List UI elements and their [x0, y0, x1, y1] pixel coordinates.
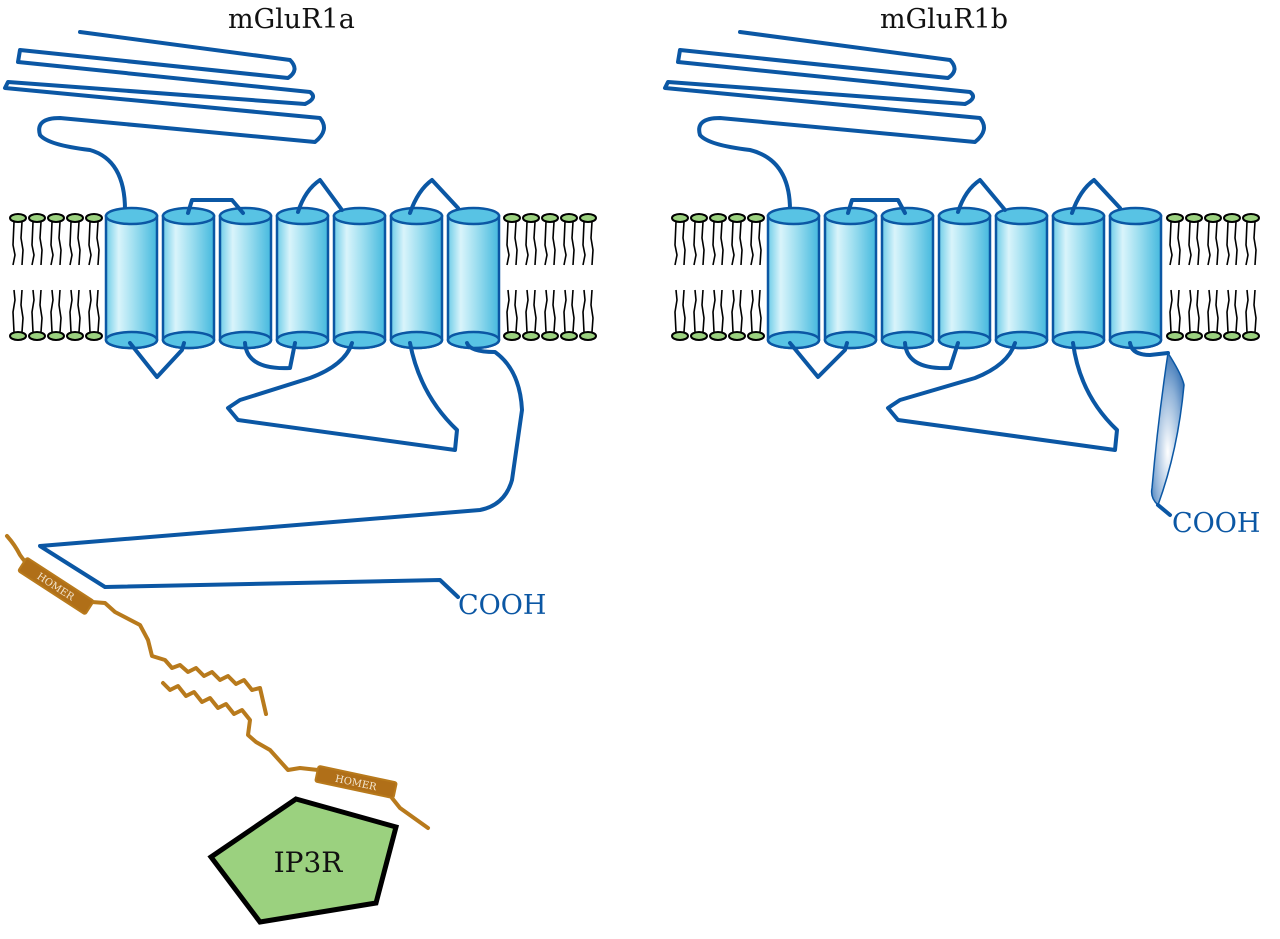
mglur1b-helix-5: [994, 206, 1049, 350]
lipids-a-right: [503, 213, 597, 341]
mglur1b-helix-7: [1108, 206, 1163, 350]
mglur1a-c-terminal-tail: [38, 341, 524, 599]
mglur1a-n-terminal-domain: [3, 30, 326, 212]
mglur1b-loop-i1: [788, 341, 849, 379]
ip3r-protein: IP3R: [207, 796, 400, 925]
mglur1b-receptor: COOH: [663, 30, 1260, 539]
mglur1a-helix-3: [218, 206, 273, 350]
mglur1a-loop-e1: [186, 198, 245, 215]
mglur1a-helix-group: [104, 206, 501, 350]
mglur1b-helix-3: [880, 206, 935, 350]
mglur1b-helix-1: [766, 206, 821, 350]
mglur1b-loop-i3: [886, 341, 1119, 452]
mglur1b-loop-e1: [846, 198, 907, 215]
mglur1b-c-terminal-helix: [1150, 350, 1185, 507]
mglur1b-loop-i2: [903, 341, 960, 371]
mglur1b-loop-e2: [956, 178, 1007, 214]
mglur1a-helix-6: [389, 206, 444, 350]
lipids-a-left: [9, 213, 103, 341]
mglur1a-loop-e2: [296, 178, 344, 214]
mglur1a-loop-i3: [226, 341, 459, 452]
mglur1b-cooh-label: COOH: [1172, 508, 1260, 539]
mglur1a-helix-1: [104, 206, 159, 350]
mglur1a-title: mGluR1a: [228, 4, 355, 35]
mglur1a-helix-2: [161, 206, 216, 350]
membrane-lipids: [9, 213, 1260, 341]
ip3r-label: IP3R: [274, 846, 344, 879]
mglur1a-receptor: COOH HOMER HOMER IP3R: [3, 30, 546, 925]
mglur1a-loop-i2: [243, 341, 297, 371]
mglur1b-loop-e3: [1070, 178, 1122, 215]
mglur1a-cooh-label: COOH: [458, 590, 546, 621]
mglur1b-helix-4: [937, 206, 992, 350]
mglur1a-helix-7: [446, 206, 501, 350]
mglur1a-loop-e3: [408, 178, 460, 215]
mglur1b-helix-group: [766, 206, 1163, 350]
mglur1b-helix-2: [823, 206, 878, 350]
mglur1a-helix-4: [275, 206, 330, 350]
mglur1b-n-terminal-domain: [663, 30, 986, 212]
mglur1b-title: mGluR1b: [880, 4, 1008, 35]
lipids-b-right: [1166, 213, 1260, 341]
mglur1b-c-terminal-end: [1156, 503, 1172, 517]
lipids-b-left: [671, 213, 765, 341]
homer-protein-1: HOMER HOMER: [5, 534, 430, 830]
mglur1a-loop-i1: [128, 341, 186, 379]
mglur1b-c-terminal-link: [1128, 341, 1170, 357]
mglur1b-helix-6: [1051, 206, 1106, 350]
mglur1a-helix-5: [332, 206, 387, 350]
